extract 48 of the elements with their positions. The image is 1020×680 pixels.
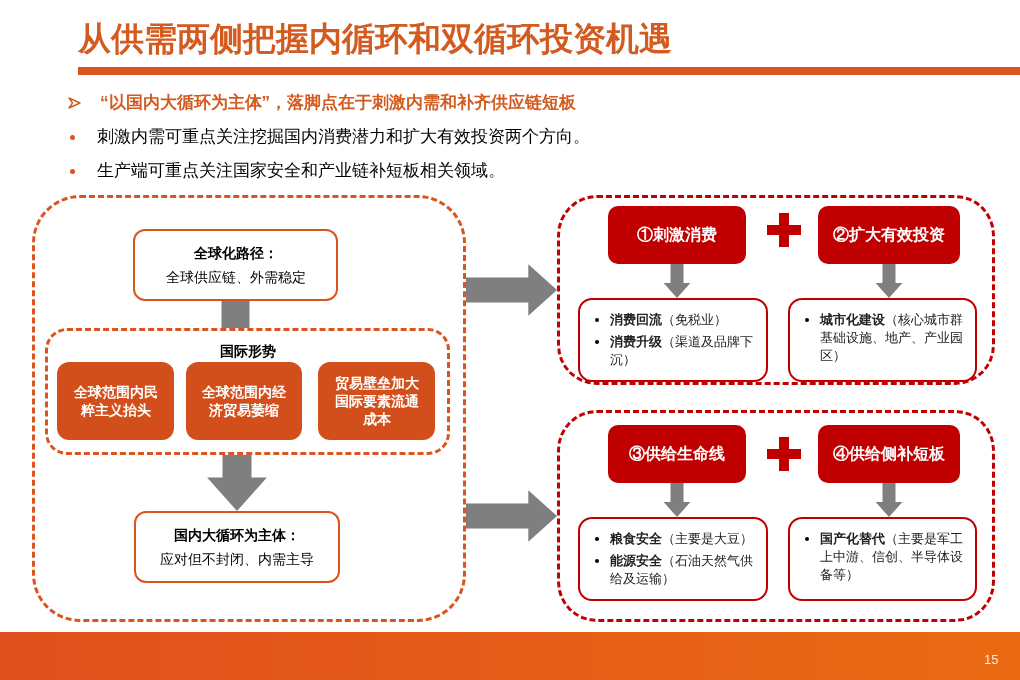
dashed-group bbox=[45, 328, 450, 455]
category-title: ④供给侧补短板 bbox=[833, 444, 945, 464]
connector-bar bbox=[221, 301, 250, 328]
summary-box bbox=[134, 511, 340, 583]
category-title: ③供给生命线 bbox=[629, 444, 725, 464]
dashed-panel bbox=[32, 195, 466, 622]
factor-label: 全球范围内经济贸易萎缩 bbox=[201, 383, 287, 419]
detail-box bbox=[788, 517, 977, 601]
bullet-text: 城市化建设（核心城市群基础设施、地产、产业园区） bbox=[820, 311, 964, 365]
summary-box bbox=[133, 229, 338, 301]
block-arrow bbox=[207, 455, 267, 511]
factor-box bbox=[57, 362, 174, 440]
box-description: 应对但不封闭、内需主导 bbox=[160, 550, 314, 568]
page-number: 15 bbox=[984, 652, 999, 668]
bullet-text: 能源安全（石油天然气供给及运输） bbox=[610, 552, 754, 588]
category-box bbox=[818, 206, 960, 264]
block-arrow bbox=[663, 483, 691, 517]
detail-box bbox=[788, 298, 977, 382]
category-box bbox=[608, 425, 746, 483]
block-arrow bbox=[875, 264, 903, 298]
box-description: 全球供应链、外需稳定 bbox=[165, 268, 306, 286]
bullet-text: “以国内大循环为主体”，落脚点在于刺激内需和补齐供应链短板 bbox=[100, 92, 576, 114]
bullet-text: 国产化替代（主要是军工上中游、信创、半导体设备等） bbox=[820, 530, 964, 584]
bullet-text: 生产端可重点关注国家安全和产业链补短板相关领域。 bbox=[97, 160, 505, 182]
block-arrow bbox=[466, 264, 557, 316]
factor-box bbox=[186, 362, 302, 440]
factor-label: 全球范围内民粹主义抬头 bbox=[72, 383, 159, 419]
block-arrow bbox=[663, 264, 691, 298]
bullet-text: 消费回流（免税业） bbox=[610, 311, 728, 329]
factor-box bbox=[318, 362, 435, 440]
dashed-panel bbox=[557, 195, 995, 385]
category-box bbox=[608, 206, 746, 264]
box-heading: 全球化路径： bbox=[193, 244, 278, 262]
factor-label: 贸易壁垒加大国际要素流通成本 bbox=[333, 374, 420, 428]
detail-box bbox=[578, 517, 768, 601]
category-title: ②扩大有效投资 bbox=[833, 225, 945, 245]
bullet-text: 粮食安全（主要是大豆） bbox=[610, 530, 754, 548]
page-title: 从供需两侧把握内循环和双循环投资机遇 bbox=[78, 19, 672, 59]
box-heading: 国内大循环为主体： bbox=[174, 526, 300, 544]
bullet-text: 刺激内需可重点关注挖掘国内消费潜力和扩大有效投资两个方向。 bbox=[97, 126, 590, 148]
detail-box bbox=[578, 298, 768, 382]
block-arrow bbox=[466, 490, 557, 542]
category-title: ①刺激消费 bbox=[637, 225, 717, 245]
category-box bbox=[818, 425, 960, 483]
dashed-panel bbox=[557, 410, 995, 622]
group-title: 国际形势 bbox=[219, 343, 276, 359]
bullet-text: 消费升级（渠道及品牌下沉） bbox=[610, 333, 754, 369]
block-arrow bbox=[875, 483, 903, 517]
